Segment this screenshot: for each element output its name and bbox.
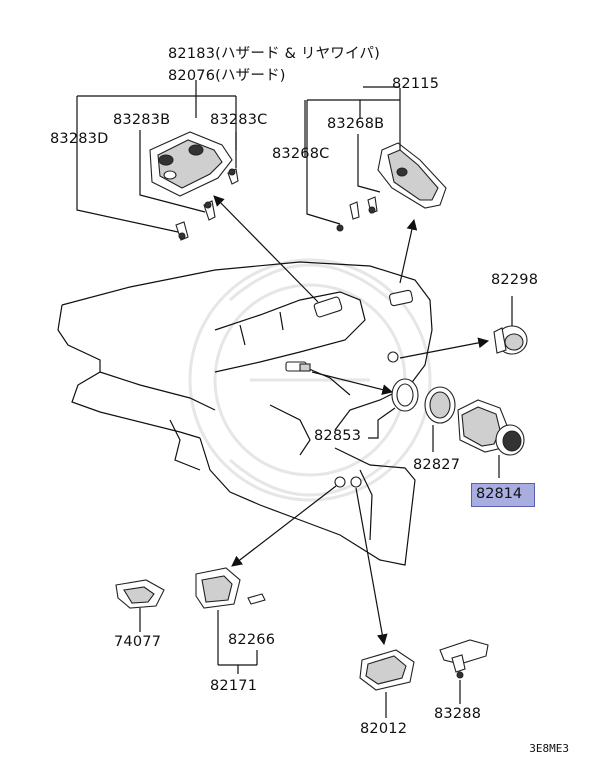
label-83268B: 83268B	[327, 116, 385, 132]
knob-82298-part	[493, 325, 528, 355]
watermark-emblem	[188, 258, 432, 502]
dashboard-panel	[57, 261, 433, 566]
switch-82171-part	[195, 567, 266, 609]
arrows	[213, 195, 490, 646]
clip-83288-part	[439, 639, 489, 679]
dash-small-parts	[285, 351, 399, 488]
label-83283C: 83283C	[210, 112, 268, 128]
label-83283D: 83283D	[50, 131, 109, 147]
label-74077: 74077	[114, 634, 162, 650]
label-82012: 82012	[360, 721, 408, 737]
label-82266: 82266	[228, 632, 276, 648]
label-82814: 82814	[476, 486, 523, 502]
label-82115: 82115	[392, 76, 440, 92]
label-82076: 82076(ハザード)	[168, 68, 286, 84]
label-82171: 82171	[210, 678, 258, 694]
label-83288: 83288	[434, 706, 482, 722]
label-82298: 82298	[491, 272, 539, 288]
label-82827: 82827	[413, 457, 461, 473]
hazard-switch-part	[149, 131, 233, 197]
label-83283B: 83283B	[113, 112, 171, 128]
leader-lines	[76, 80, 513, 718]
bracket-74077-part	[115, 579, 165, 609]
part-82012	[359, 649, 415, 691]
label-82853: 82853	[314, 428, 362, 444]
switch-82814-part	[457, 399, 525, 456]
wiper-switch-part	[336, 142, 447, 232]
ring-82853-part	[391, 378, 419, 412]
highlighted-part-82814[interactable]: 82814	[471, 483, 535, 507]
label-82183: 82183(ハザード & リヤワイパ)	[168, 46, 380, 62]
label-83268C: 83268C	[272, 146, 330, 162]
screws-83283	[175, 168, 239, 241]
ring-82827-part	[424, 386, 456, 424]
diagram-code: 3E8ME3	[529, 742, 569, 755]
